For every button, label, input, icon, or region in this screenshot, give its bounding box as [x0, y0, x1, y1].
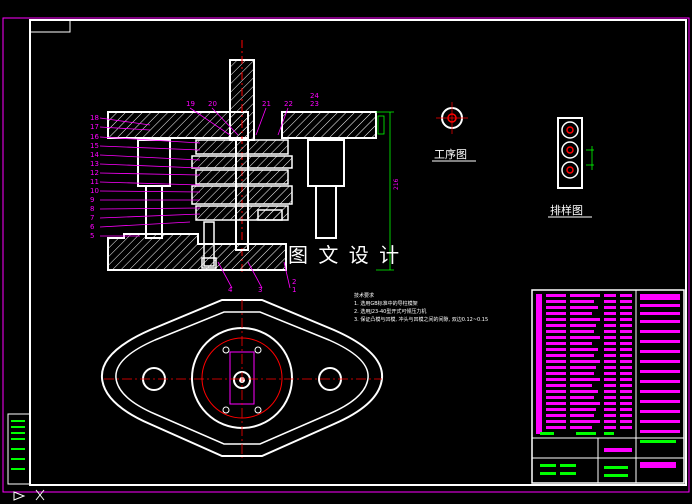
leader-lines-left: [99, 107, 291, 289]
title-block-frame: [531, 289, 685, 484]
punch-holder: [195, 139, 289, 155]
upper-die-plate-right: [281, 111, 377, 139]
parts-list-rows: [536, 294, 680, 468]
part-number: 20: [208, 100, 217, 108]
part-number-labels-left: 18 17 16 15 14 13 12 11 10 9 8 7 6 5: [90, 114, 99, 240]
corner-tab: [29, 19, 71, 33]
part-number: 14: [90, 151, 99, 159]
guide-post-left: [145, 185, 163, 239]
process-diagram-label: 工序图: [434, 147, 467, 161]
die-block: [191, 185, 293, 205]
title-block-green-cells: [540, 432, 676, 477]
screw-hole: [222, 346, 230, 354]
part-number: 5: [90, 232, 94, 240]
part-number: 23: [310, 100, 319, 108]
tech-requirement-item: 1. 选用GB标准中的导柱模架: [354, 300, 418, 307]
stripper-plate: [195, 169, 289, 185]
blank-1: [561, 121, 579, 139]
blank-3: [561, 161, 579, 179]
part-number: 1: [292, 286, 296, 294]
spring-stack: [257, 209, 283, 221]
part-number: 3: [258, 286, 262, 294]
part-number: 8: [90, 205, 94, 213]
blank-2: [561, 141, 579, 159]
backing-plate: [191, 155, 293, 169]
revision-block-frame: [7, 413, 31, 485]
screw-hole: [254, 346, 262, 354]
flange-outline-inner: [115, 311, 369, 445]
part-number: 24: [310, 92, 319, 100]
part-number-labels-bottom: 4 3 2 1: [228, 278, 296, 294]
tech-requirements-title: 技术要求: [354, 292, 374, 299]
ejector-foot: [201, 257, 217, 269]
part-number: 7: [90, 214, 94, 222]
dimension-label: 216: [393, 178, 400, 190]
flange-outline-outer: [100, 299, 384, 457]
watermark-text: 图 文 设 计: [288, 243, 401, 267]
blank-2-hole: [566, 146, 574, 154]
layout-diagram-label: 排样图: [550, 203, 583, 217]
part-number-labels-top: 19 20 21 22 24 23: [186, 92, 319, 108]
part-number: 22: [284, 100, 293, 108]
part-number: 18: [90, 114, 99, 122]
lower-die-base: [107, 233, 287, 271]
revision-block: [7, 413, 31, 485]
dimension-mark: [377, 115, 385, 135]
part-number: 12: [90, 169, 99, 177]
upper-die-plate: [107, 111, 249, 139]
part-number: 9: [90, 196, 94, 204]
screw-hole: [222, 406, 230, 414]
title-block: [531, 289, 685, 484]
ejector-pin: [203, 221, 215, 267]
part-number: 4: [228, 286, 233, 294]
tech-requirement-item: 2. 选用J23-40型开式可倾压力机: [354, 308, 426, 315]
outer-sheet-border: [2, 17, 690, 493]
part-number: 15: [90, 142, 99, 150]
guide-bushing-right: [307, 139, 345, 187]
part-number: 2: [292, 278, 296, 286]
strip: [557, 117, 583, 189]
screw-hole: [254, 406, 262, 414]
part-number: 6: [90, 223, 95, 231]
part-number: 13: [90, 160, 99, 168]
part-number: 21: [262, 100, 271, 108]
part-number: 11: [90, 178, 99, 186]
guide-post-right: [315, 185, 337, 239]
part-number: 16: [90, 133, 99, 141]
ucs-icon: [13, 489, 45, 501]
tech-requirements: 技术要求 1. 选用GB标准中的导柱模架 2. 选用J23-40型开式可倾压力机…: [354, 292, 488, 323]
part-number: 19: [186, 100, 195, 108]
part-number: 10: [90, 187, 99, 195]
part-number: 17: [90, 123, 99, 131]
blank-3-hole: [566, 166, 574, 174]
section-view: 18 17 16 15 14 13 12 11 10 9 8 7 6 5 19 …: [90, 40, 400, 294]
inner-frame: [29, 19, 687, 486]
blank-1-hole: [566, 126, 574, 134]
strip-layout: 排样图: [548, 117, 594, 218]
process-diagram: 工序图: [432, 102, 476, 162]
plan-view: [100, 299, 384, 458]
tech-requirement-item: 3. 保证凸模与凹模, 冲头与凹模之间的间隙, 双边0.12~0.15: [354, 316, 488, 323]
guide-bushing-left: [137, 139, 171, 187]
